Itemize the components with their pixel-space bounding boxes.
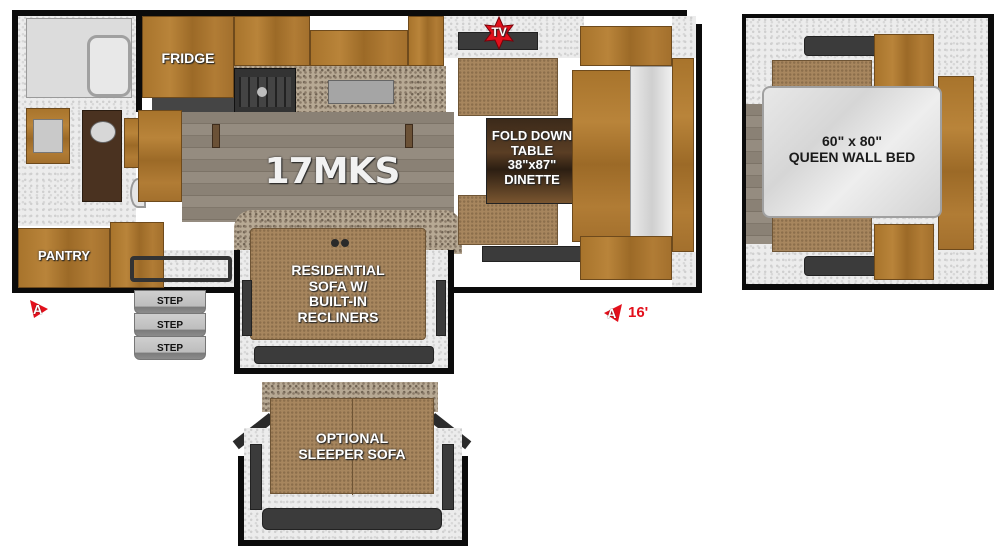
wall-bed-inset: 60" x 80" QUEEN WALL BED xyxy=(742,14,994,290)
dinette-label-line3: 38"x87" xyxy=(507,157,557,173)
arrow-marker-icon xyxy=(30,300,48,318)
entry-cabinet xyxy=(110,222,164,288)
sleeper-footrest xyxy=(262,508,442,530)
upper-cabinet-left xyxy=(234,16,310,66)
burner-icon xyxy=(257,87,267,97)
pantry: PANTRY xyxy=(18,228,110,288)
sofa-slideout: RESIDENTIAL SOFA W/ BUILT-IN RECLINERS xyxy=(234,228,454,374)
bath-vanity xyxy=(82,110,122,202)
dinette-footrest xyxy=(482,246,582,262)
wall-bed-upper-cabinet xyxy=(580,26,672,66)
marker-letter-left: A xyxy=(33,302,43,317)
pantry-label: PANTRY xyxy=(38,248,90,263)
inset-side-frame xyxy=(938,76,974,250)
step-3: STEP xyxy=(134,336,206,360)
dinette-label: FOLD DOWN TABLE 38"x87" DINETTE xyxy=(487,128,577,187)
inset-lower-cabinet xyxy=(874,224,934,280)
main-floorplan: FRIDGE 17MKS PANTRY TV FOLD DOWN TABL xyxy=(12,10,702,295)
entry-steps: STEP STEP STEP xyxy=(134,290,206,360)
sofa-label-line3: BUILT-IN xyxy=(308,293,368,310)
sleeper-side-pad-right xyxy=(442,444,454,510)
wall-bed-side-frame xyxy=(672,58,694,252)
sofa-side-pad-left xyxy=(242,280,252,336)
entry-mat xyxy=(130,256,232,282)
sofa-side-pad-right xyxy=(436,280,446,336)
wall-top xyxy=(12,10,687,16)
kitchen-sink xyxy=(328,80,394,104)
stove xyxy=(234,68,296,114)
rear-wall-area-bottom xyxy=(672,252,696,287)
wall-bed-lower-cabinet xyxy=(580,236,672,280)
wall-bed-label-line2: QUEEN WALL BED xyxy=(788,148,916,165)
sofa-label-line4: RECLINERS xyxy=(297,309,379,326)
step-2: STEP xyxy=(134,313,206,337)
sink-icon xyxy=(90,121,116,143)
sleeper-label: OPTIONAL SLEEPER SOFA xyxy=(271,430,433,462)
wall-bed-mattress-folded xyxy=(630,66,674,244)
dinette-label-line2: TABLE xyxy=(510,142,554,158)
model-name: 17MKS xyxy=(264,151,401,192)
wall-bed-label-line1: 60" x 80" xyxy=(822,133,882,149)
sleeper-side-pad-left xyxy=(250,444,262,510)
dimension-marker-right: A xyxy=(602,302,624,324)
fold-down-table: FOLD DOWN TABLE 38"x87" DINETTE xyxy=(486,118,578,204)
sofa-footrest xyxy=(254,346,434,364)
fridge-side-cabinet xyxy=(138,110,182,202)
dinette-seat-bottom xyxy=(458,195,558,245)
fridge-label: FRIDGE xyxy=(161,50,215,66)
dimension-marker-left: A xyxy=(28,298,50,320)
tv-marker: TV xyxy=(482,15,516,51)
cupholder-icon xyxy=(331,239,351,247)
residential-sofa: RESIDENTIAL SOFA W/ BUILT-IN RECLINERS xyxy=(250,228,426,340)
marker-letter-right: A xyxy=(607,306,617,321)
wall-bed-label: 60" x 80" QUEEN WALL BED xyxy=(764,133,940,165)
upper-cabinet-mid xyxy=(310,30,408,66)
wall-bed-cabinet-folded xyxy=(572,70,632,242)
dinette-seat-top xyxy=(458,58,558,116)
dinette-label-line1: FOLD DOWN xyxy=(491,128,573,143)
dimension-length: 16' xyxy=(628,304,649,321)
bath-cabinet xyxy=(26,108,70,164)
light-fixture-left xyxy=(212,124,220,148)
sofa-label-line1: RESIDENTIAL xyxy=(291,262,385,278)
bath-divider-wall xyxy=(136,16,142,112)
arrow-marker-icon xyxy=(604,304,622,322)
shower xyxy=(26,18,132,98)
sleeper-label-line1: OPTIONAL xyxy=(315,430,389,446)
sleeper-seam xyxy=(352,399,353,495)
upper-cabinet-right xyxy=(408,16,444,66)
inset-upper-cabinet xyxy=(874,34,934,94)
step-1: STEP xyxy=(134,290,206,314)
rear-wall-area xyxy=(672,16,696,58)
sofa-label-line2: SOFA W/ xyxy=(308,277,368,294)
inset-seat-bottom xyxy=(772,214,872,252)
sofa-label: RESIDENTIAL SOFA W/ BUILT-IN RECLINERS xyxy=(251,262,425,326)
mirror xyxy=(33,119,63,153)
wall-left xyxy=(12,10,18,292)
sleeper-label-line2: SLEEPER SOFA xyxy=(298,445,406,462)
sleeper-sofa: OPTIONAL SLEEPER SOFA xyxy=(270,398,434,495)
queen-wall-bed: 60" x 80" QUEEN WALL BED xyxy=(762,86,942,218)
optional-sleeper-slideout: OPTIONAL SLEEPER SOFA xyxy=(222,382,482,546)
star-icon xyxy=(483,15,515,51)
shower-pan xyxy=(87,35,131,97)
dinette-label-line4: DINETTE xyxy=(504,171,560,187)
wall-right xyxy=(696,24,702,293)
light-fixture-right xyxy=(405,124,413,148)
tv-label: TV xyxy=(491,25,507,39)
fridge: FRIDGE xyxy=(142,16,234,98)
